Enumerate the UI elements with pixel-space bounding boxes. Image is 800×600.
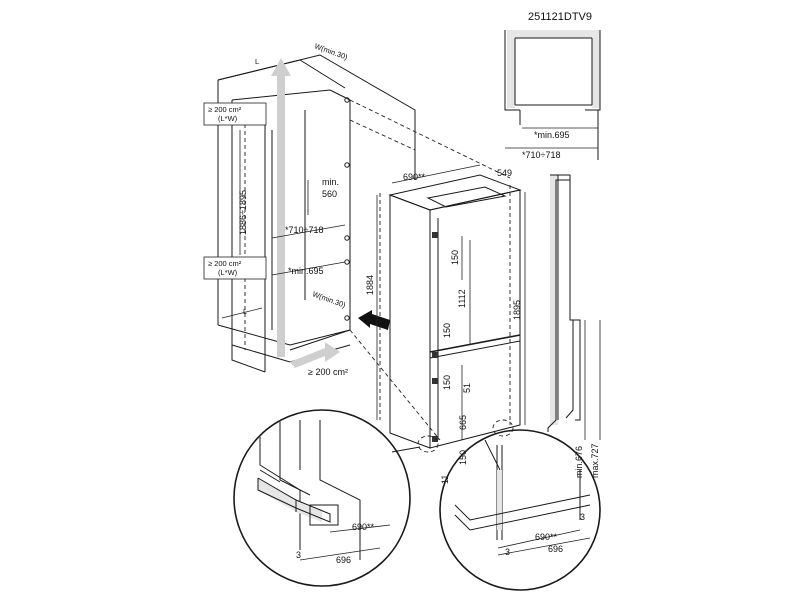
zoomL-690: 690** <box>352 522 375 532</box>
zoom-left <box>233 409 411 587</box>
label-h-665: 665 <box>458 415 468 430</box>
label-height-range: 1886÷1895 <box>238 190 248 235</box>
zoomR-696: 696 <box>548 544 563 554</box>
zoomR-3b: 3 <box>505 547 510 557</box>
zoomR-3a: 3 <box>580 512 585 522</box>
label-L-bottom: L <box>243 307 247 316</box>
label-W-bottom: W(min.30) <box>311 289 347 309</box>
cabinet-niche <box>217 54 511 441</box>
vent-mid-line1: ≥ 200 cm² <box>208 259 242 268</box>
side-profile <box>547 174 581 432</box>
label-d-150-top: 150 <box>450 250 460 265</box>
label-d-51: 51 <box>462 383 472 393</box>
label-vent-bottom: ≥ 200 cm² <box>308 367 348 377</box>
vent-mid-line2: (L*W) <box>218 268 238 277</box>
side-max: max.727 <box>590 443 600 478</box>
label-min-695: *min.695 <box>288 266 324 276</box>
label-d-549: 549 <box>497 168 512 178</box>
vent-top-line2: (L*W) <box>218 114 238 123</box>
label-d-150-mid: 150 <box>442 323 452 338</box>
vent-top-line1: ≥ 200 cm² <box>208 105 242 114</box>
zoom-right <box>439 429 601 591</box>
label-d-11: 11 <box>440 475 450 484</box>
label-width-range: *710÷718 <box>285 225 323 235</box>
inset-range: *710÷718 <box>522 150 560 160</box>
hinge-dots <box>344 97 350 321</box>
zoomL-696: 696 <box>336 555 351 565</box>
vent-mid-box: ≥ 200 cm² (L*W) <box>203 256 267 280</box>
airflow-arrow-up <box>271 58 291 357</box>
vent-top-box: ≥ 200 cm² (L*W) <box>203 102 267 126</box>
label-d-150-bot: 150 <box>458 450 468 465</box>
zoomR-690: 690** <box>535 532 558 542</box>
label-min-a: min. <box>322 177 339 187</box>
insertion-arrow <box>358 310 390 330</box>
label-w-690: 690** <box>403 172 426 182</box>
label-W-top: W(min.30) <box>313 41 349 61</box>
zoomL-3: 3 <box>296 550 301 560</box>
label-h-1895: 1895 <box>512 300 522 320</box>
side-min: min.676 <box>574 446 584 478</box>
label-d-150-low: 150 <box>442 375 452 390</box>
inset-min-695: *min.695 <box>534 130 570 140</box>
diagram-code: 251121DTV9 <box>528 11 592 23</box>
label-min-b: 560 <box>322 189 337 199</box>
label-h-1112: 1112 <box>457 289 467 308</box>
label-h-1884: 1884 <box>365 275 375 295</box>
label-L-top: L <box>255 57 259 66</box>
inset-top-right <box>504 30 601 160</box>
airflow-arrow-in <box>290 342 340 368</box>
fridge-appliance <box>379 174 522 453</box>
